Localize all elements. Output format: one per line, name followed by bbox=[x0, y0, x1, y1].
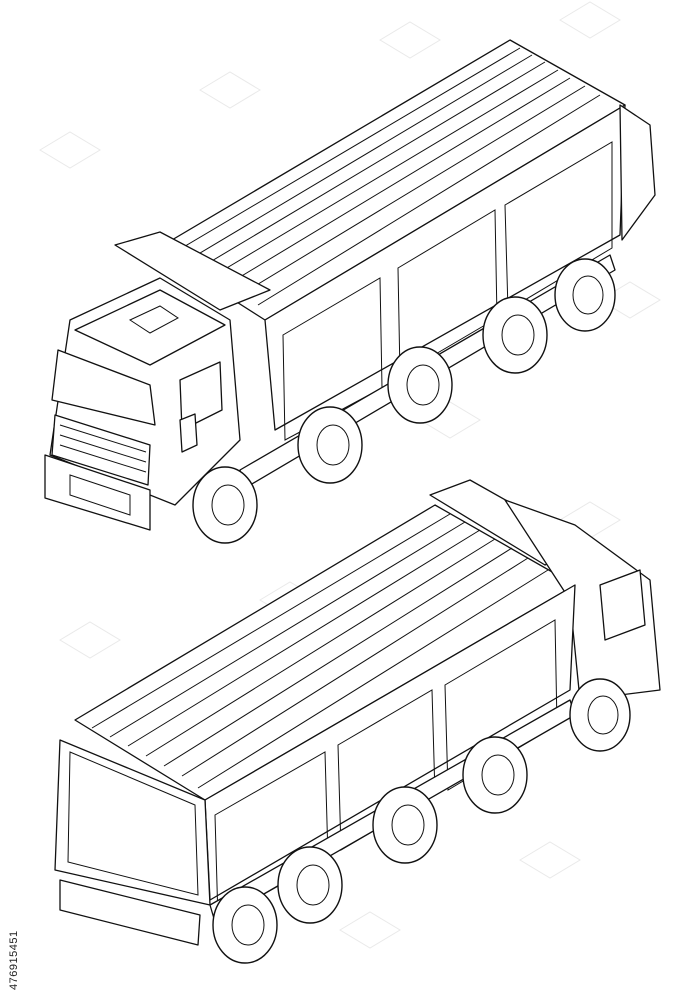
truck-2-wheels bbox=[212, 678, 631, 964]
dump-truck-rear-view bbox=[54, 479, 661, 964]
truck-1-bumper bbox=[44, 454, 151, 531]
truck-1-windshield bbox=[51, 349, 156, 426]
truck-1-wheels bbox=[192, 258, 616, 544]
truck-2-top-ribs bbox=[91, 513, 549, 789]
truck-1-cab-roof bbox=[74, 289, 226, 366]
dump-truck-front-view bbox=[44, 39, 656, 544]
stock-id-label: 476915451 bbox=[8, 930, 20, 990]
truck-1-body-side bbox=[264, 104, 626, 431]
truck-1-grille bbox=[51, 414, 151, 486]
truck-1-top-ribs bbox=[169, 47, 601, 306]
